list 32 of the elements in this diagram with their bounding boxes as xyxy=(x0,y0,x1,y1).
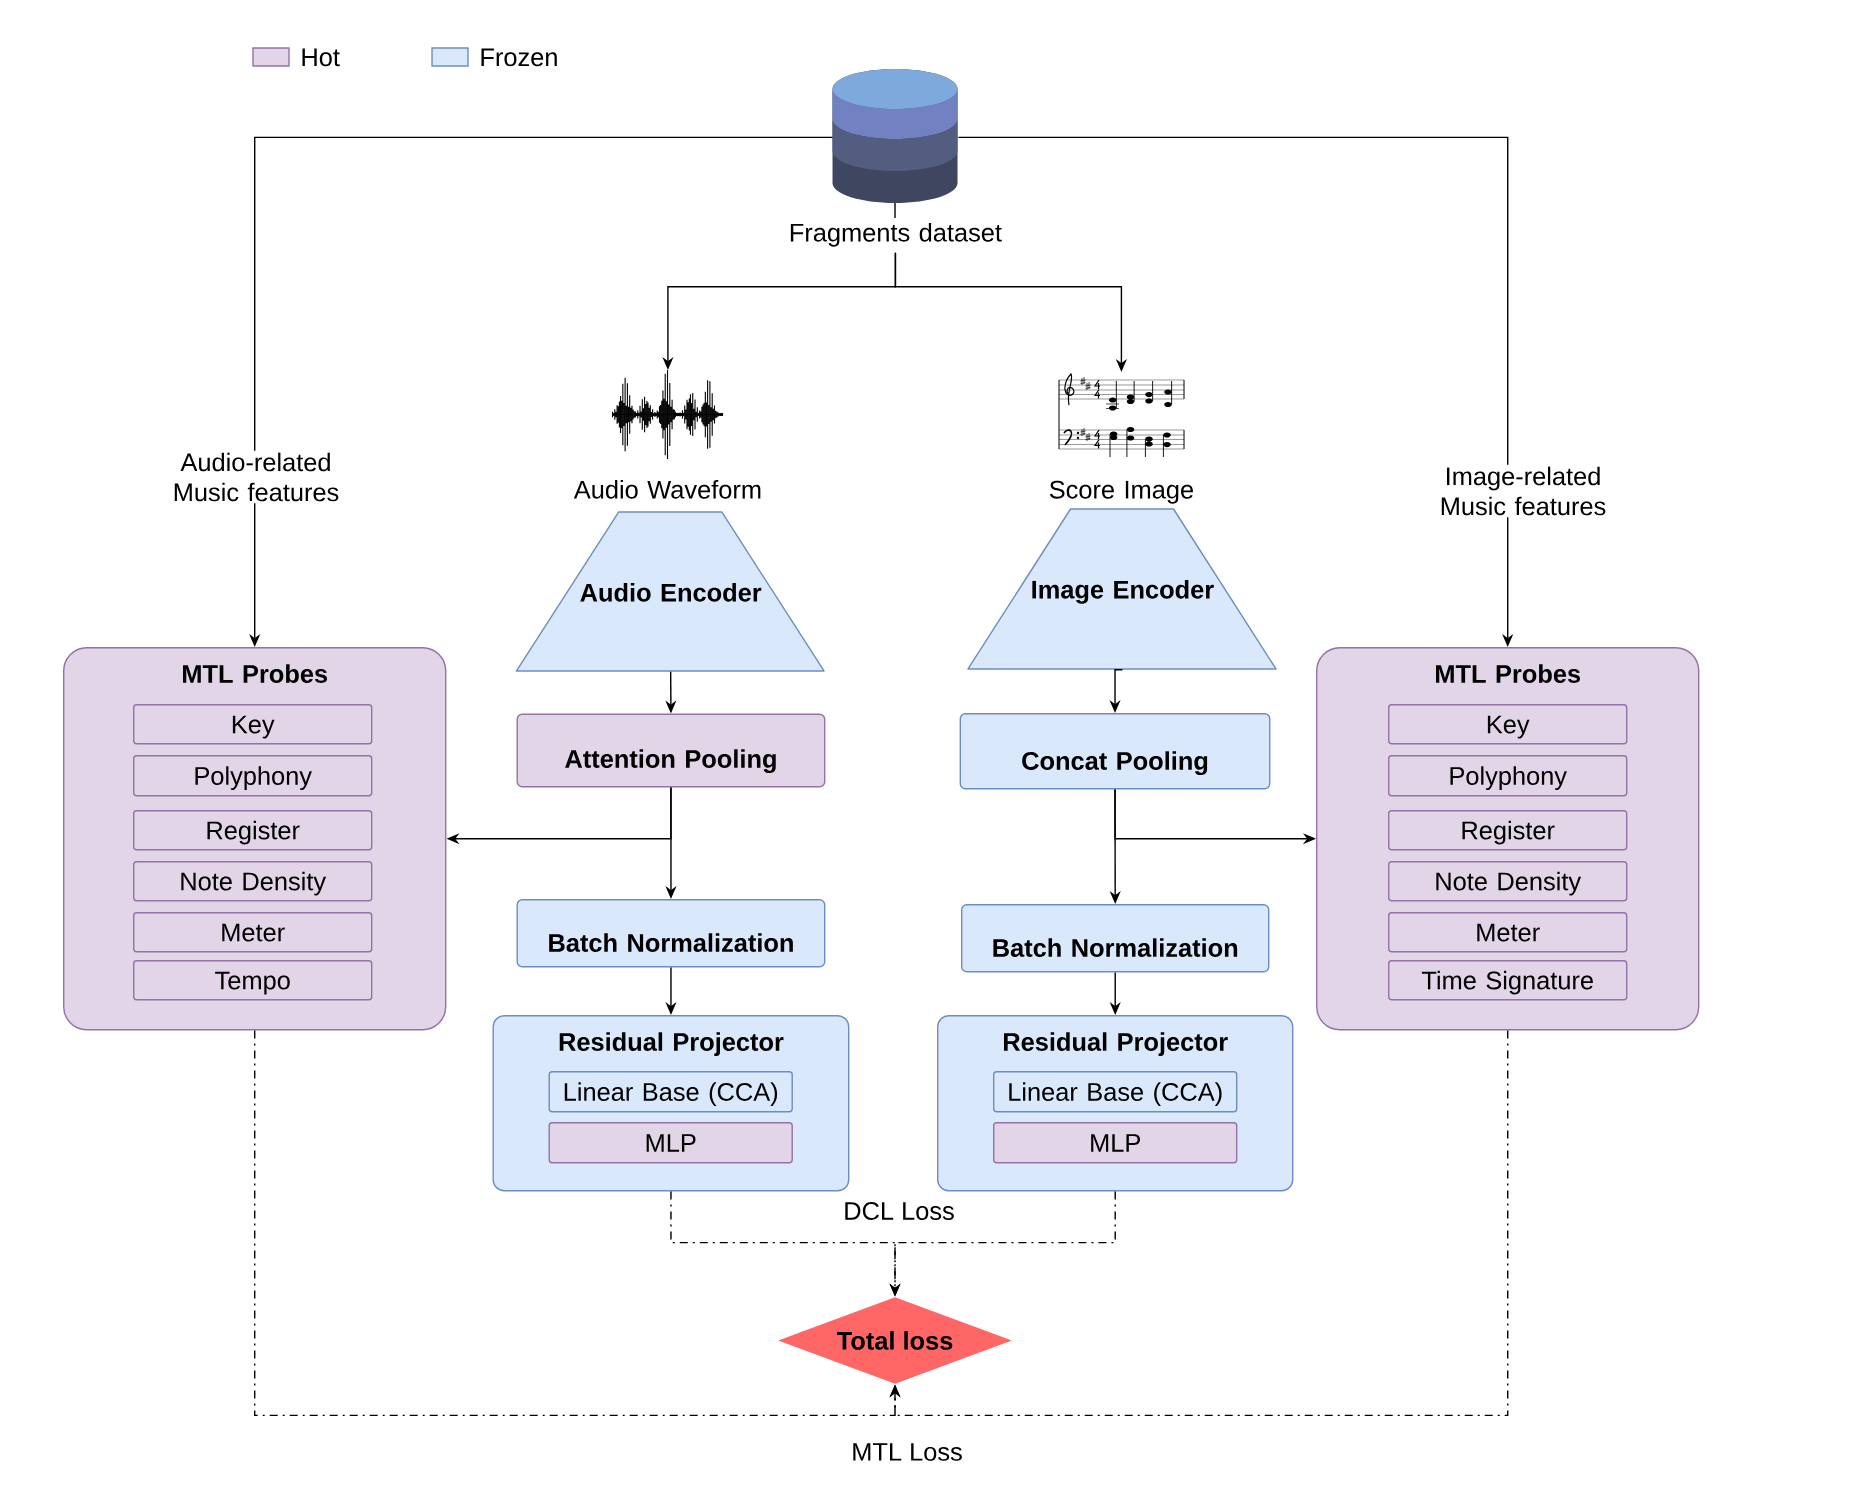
probe-box: Register xyxy=(1388,810,1628,851)
process-box: MLP xyxy=(548,1122,793,1164)
probe-box: Meter xyxy=(133,912,373,953)
encoder-trapezoid: Image Encoder xyxy=(967,508,1277,670)
probe-box: Polyphony xyxy=(133,755,373,797)
probe-box: Polyphony xyxy=(1388,755,1628,797)
process-box: Linear Base (CCA) xyxy=(548,1071,793,1113)
process-box: MLP xyxy=(993,1122,1238,1164)
probe-box: Meter xyxy=(1388,912,1628,953)
probe-box: Register xyxy=(133,810,373,851)
process-box: Linear Base (CCA) xyxy=(993,1071,1238,1113)
legend-label: Frozen xyxy=(481,48,557,67)
process-box: Concat Pooling xyxy=(959,713,1271,790)
edge-label: Audio-related Music features xyxy=(166,450,346,504)
probe-box: Tempo xyxy=(133,960,373,1001)
edge-label: MTL Loss xyxy=(849,1441,965,1463)
process-box: Batch Normalization xyxy=(961,904,1270,973)
probe-box: Time Signature xyxy=(1388,960,1628,1001)
node-label: Score Image xyxy=(1049,480,1193,504)
legend-label: Hot xyxy=(302,48,340,67)
node-label: Audio Waveform xyxy=(573,480,761,499)
probe-box: Note Density xyxy=(133,861,373,902)
probe-box: Key xyxy=(133,704,373,745)
edge-label: DCL Loss xyxy=(841,1200,957,1222)
process-box: Attention Pooling xyxy=(516,713,826,788)
process-box: Batch Normalization xyxy=(516,899,826,968)
probe-box: Key xyxy=(1388,704,1628,745)
dashed-arrow xyxy=(889,1029,1509,1417)
probe-box: Note Density xyxy=(1388,861,1628,902)
edge-label: Image-related Music features xyxy=(1433,464,1613,518)
encoder-trapezoid: Audio Encoder xyxy=(515,511,825,672)
node-label: Fragments dataset xyxy=(790,223,1002,247)
